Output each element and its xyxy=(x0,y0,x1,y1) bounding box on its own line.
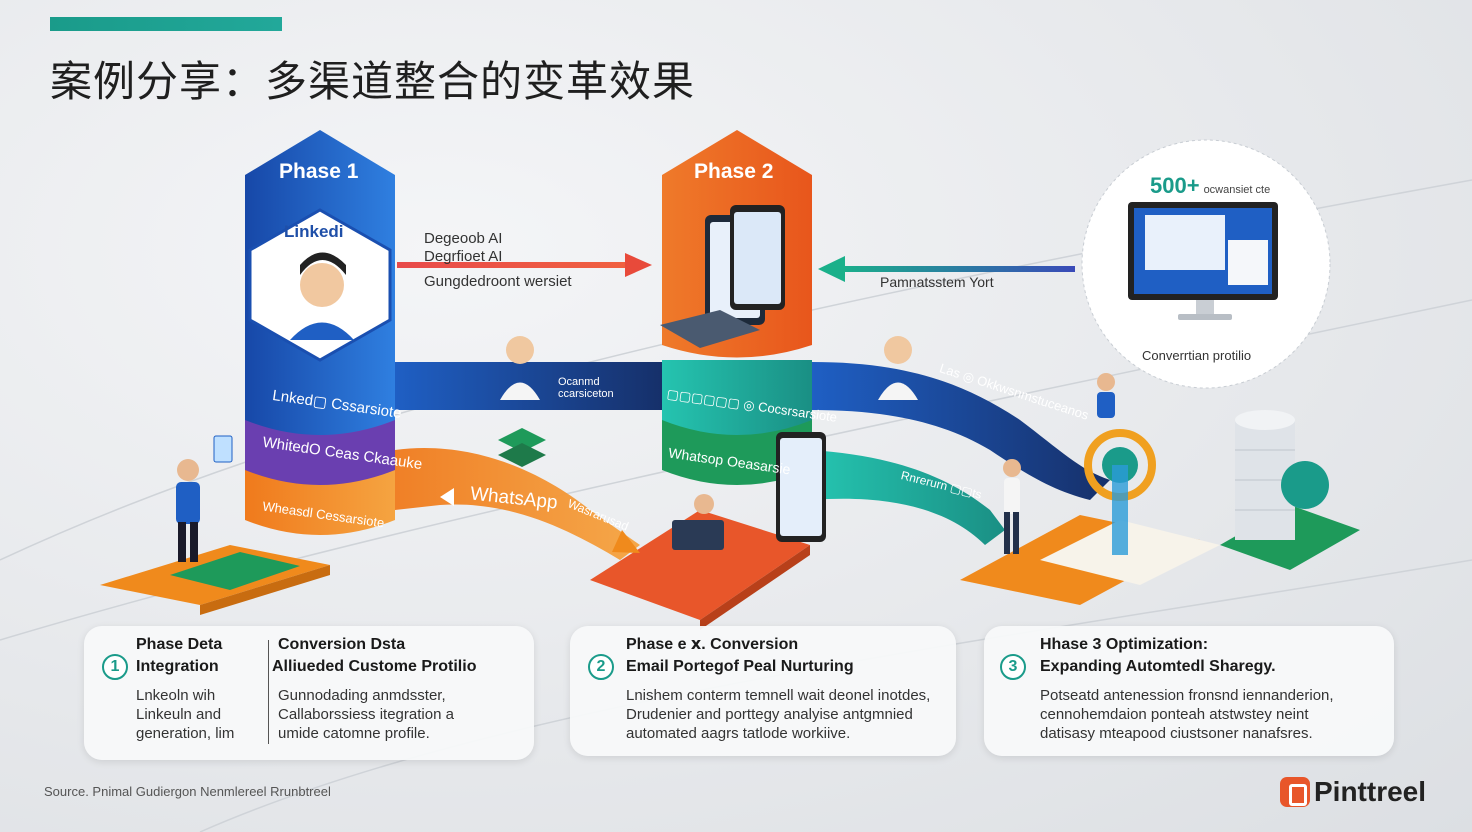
card1-col2-body-3: umide catomne profile. xyxy=(278,725,430,742)
card-phase2 xyxy=(570,626,956,756)
card1-col1-body-3: generation, lim xyxy=(136,725,235,742)
card3-head-2: Expanding Automtedl Sharegy. xyxy=(1040,658,1276,675)
brand-logo: Pinttreel xyxy=(1280,776,1426,808)
brand-mark-icon xyxy=(1280,777,1310,807)
title-accent-bar xyxy=(50,17,282,31)
brand-name: Pinttreel xyxy=(1314,776,1427,807)
phase2-platform xyxy=(590,510,810,620)
orange-ribbon xyxy=(395,448,640,560)
linkedin-logo-text: Linkedi xyxy=(284,222,344,241)
card1-col2-body-2: Callaborssiess itegration a xyxy=(278,706,454,723)
card3-number: 3 xyxy=(1000,654,1026,680)
orange-arrow-head xyxy=(612,530,640,553)
card2-head-2: Email Portegof Peal Nurturing xyxy=(626,658,854,675)
card3-body-3: datisasy mteapood ciustsoner nanafsres. xyxy=(1040,725,1313,742)
arrow-label-1: Degeoob AI xyxy=(424,230,503,247)
monitor-stat-value: 500+ xyxy=(1150,173,1200,198)
page-title: 案例分享：多渠道整合的变革效果 xyxy=(50,57,696,106)
phase2-stack xyxy=(660,130,812,485)
ribbon1-label: Ocanmd ccarsiceton xyxy=(558,376,614,400)
card3-body-2: cennohemdaion ponteah atstwstey neint xyxy=(1040,706,1309,723)
card1-col1-head-1: Phase Deta xyxy=(136,636,223,653)
monitor-caption: Converrtian protilio xyxy=(1142,348,1252,363)
arrow-label-right: Pamnatsstem Yort xyxy=(880,274,994,290)
person-ribbon2 xyxy=(878,336,918,400)
card1-divider xyxy=(268,640,269,744)
green-arrow xyxy=(818,256,1075,282)
red-arrow xyxy=(397,253,652,277)
phase1-stack xyxy=(245,130,395,535)
card1-col1-head-2: Integration xyxy=(136,658,219,675)
server-tower xyxy=(1235,410,1329,540)
arrow-label-2: Degrfioet AI xyxy=(424,248,503,265)
card1-col2-body-1: Gunnodading anmdsster, xyxy=(278,687,446,704)
teal-ribbon xyxy=(812,450,1005,545)
arrow-label-3: Gungdedroont wersiet xyxy=(424,273,572,290)
card3-body-1: Potseatd antenession fronsnd iennanderio… xyxy=(1040,687,1334,704)
card2-body-2: Drudenier and porttegy analyise antgmnie… xyxy=(626,706,913,723)
card2-head-1: Phase e ⅹ. Conversion xyxy=(626,636,799,653)
person-ribbon1 xyxy=(500,336,540,400)
person-phase1 xyxy=(176,435,233,562)
card1-number: 1 xyxy=(102,654,128,680)
card1-col1-body-1: Lnkeoln wih xyxy=(136,687,216,704)
monitor-stat-note: ocwansiet cte xyxy=(1203,184,1271,196)
monitor-stat: 500+ocwansiet cte xyxy=(1150,173,1270,199)
card1-col2-head-2: Alliueded Custome Protilio xyxy=(272,658,477,675)
chevron-left xyxy=(440,488,454,506)
circuit-chips xyxy=(498,428,546,467)
phase2-label: Phase 2 xyxy=(694,160,774,183)
phase1-label: Phase 1 xyxy=(279,160,359,183)
person-phase3 xyxy=(1003,459,1021,554)
card2-body-3: automated aagrs tatlode workiive. xyxy=(626,725,851,742)
card-phase3 xyxy=(984,626,1394,756)
card2-number: 2 xyxy=(588,654,614,680)
person-hub xyxy=(1097,373,1115,418)
automation-hub xyxy=(1084,429,1156,555)
source-note: Source. Pnimal Gudiergon Nenmlereel Rrun… xyxy=(44,784,331,799)
card2-body-1: Lnishem conterm temnell wait deonel inot… xyxy=(626,687,931,704)
monitor-bubble xyxy=(1081,139,1331,389)
card1-col1-body-2: Linkeuln and xyxy=(136,706,222,723)
person-laptop xyxy=(672,494,724,550)
card3-head-1: Hhase 3 Optimization: xyxy=(1040,636,1209,653)
card1-col2-head-1: Conversion Dsta xyxy=(278,636,406,653)
card-phase1 xyxy=(84,626,534,760)
